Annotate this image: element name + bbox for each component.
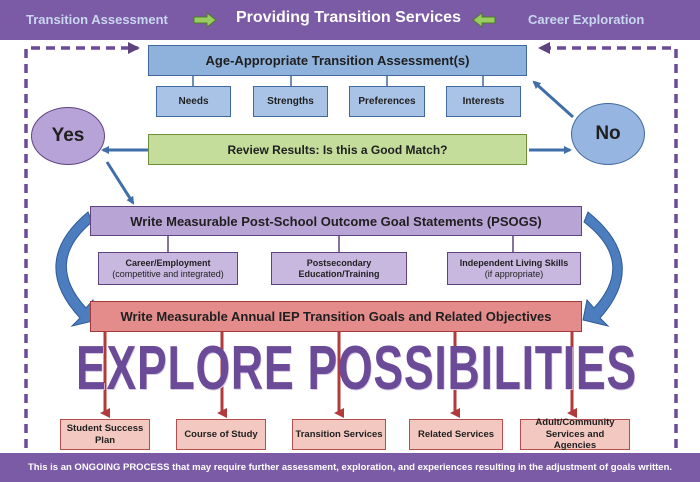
service-related: Related Services [409, 419, 503, 450]
service-related-label: Related Services [417, 428, 495, 440]
service-adult-community: Adult/Community Services and Agencies [520, 417, 630, 452]
curved-arrows [55, 211, 623, 327]
assessment-strengths-label: Strengths [267, 96, 314, 107]
assessment-needs: Needs [156, 86, 231, 117]
review-arrows [101, 80, 575, 205]
psogs-postsecondary: Postsecondary Education/Training [271, 252, 407, 285]
service-course-of-study-label: Course of Study [184, 428, 258, 440]
assessment-box: Age-Appropriate Transition Assessment(s) [148, 45, 527, 76]
arrow-left-icon [472, 11, 496, 33]
explore-banner: EXPLORE POSSIBILITIES [76, 334, 637, 403]
assessment-strengths: Strengths [253, 86, 328, 117]
header-bar: Transition Assessment Providing Transiti… [0, 0, 700, 40]
psogs-title: Write Measurable Post-School Outcome Goa… [130, 213, 542, 229]
footer-text: This is an ONGOING PROCESS that may requ… [27, 462, 673, 473]
psogs-box: Write Measurable Post-School Outcome Goa… [90, 206, 582, 236]
psogs-living-sub: (if appropriate) [484, 268, 544, 279]
service-arrows [100, 332, 577, 418]
assessment-interests-label: Interests [462, 96, 505, 107]
assessment-needs-label: Needs [178, 96, 209, 107]
psogs-living-skills: Independent Living Skills (if appropriat… [447, 252, 581, 285]
psogs-postsecondary-label: Postsecondary Education/Training [298, 257, 380, 279]
service-transition-label: Transition Services [295, 428, 383, 440]
footer-bar: This is an ONGOING PROCESS that may requ… [0, 453, 700, 482]
iep-title: Write Measurable Annual IEP Transition G… [120, 309, 552, 324]
iep-box: Write Measurable Annual IEP Transition G… [90, 301, 582, 332]
psogs-living-label: Independent Living Skills [459, 257, 569, 268]
service-transition: Transition Services [292, 419, 386, 450]
assessment-title: Age-Appropriate Transition Assessment(s) [205, 53, 470, 68]
service-course-of-study: Course of Study [176, 419, 266, 450]
psogs-career-label: Career/Employment [125, 257, 211, 268]
yes-label: Yes [51, 125, 85, 146]
no-label: No [595, 123, 621, 144]
assessment-connectors [192, 76, 484, 86]
assessment-interests: Interests [446, 86, 521, 117]
service-student-success: Student Success Plan [60, 419, 150, 450]
service-adult-community-label: Adult/Community Services and Agencies [535, 417, 615, 452]
arrow-right-icon [193, 11, 217, 33]
yes-circle: Yes [31, 107, 105, 165]
psogs-career-sub: (competitive and integrated) [112, 268, 224, 279]
header-title: Providing Transition Services [236, 9, 461, 26]
service-student-success-label: Student Success Plan [66, 423, 144, 446]
psogs-career: Career/Employment (competitive and integ… [98, 252, 238, 285]
review-label: Review Results: Is this a Good Match? [227, 142, 448, 157]
assessment-preferences-label: Preferences [358, 96, 416, 107]
header-left-label: Transition Assessment [26, 12, 168, 27]
header-right-label: Career Exploration [528, 12, 645, 27]
assessment-preferences: Preferences [349, 86, 425, 117]
no-circle: No [571, 103, 645, 165]
psogs-connectors [167, 236, 514, 252]
review-box: Review Results: Is this a Good Match? [148, 134, 527, 165]
